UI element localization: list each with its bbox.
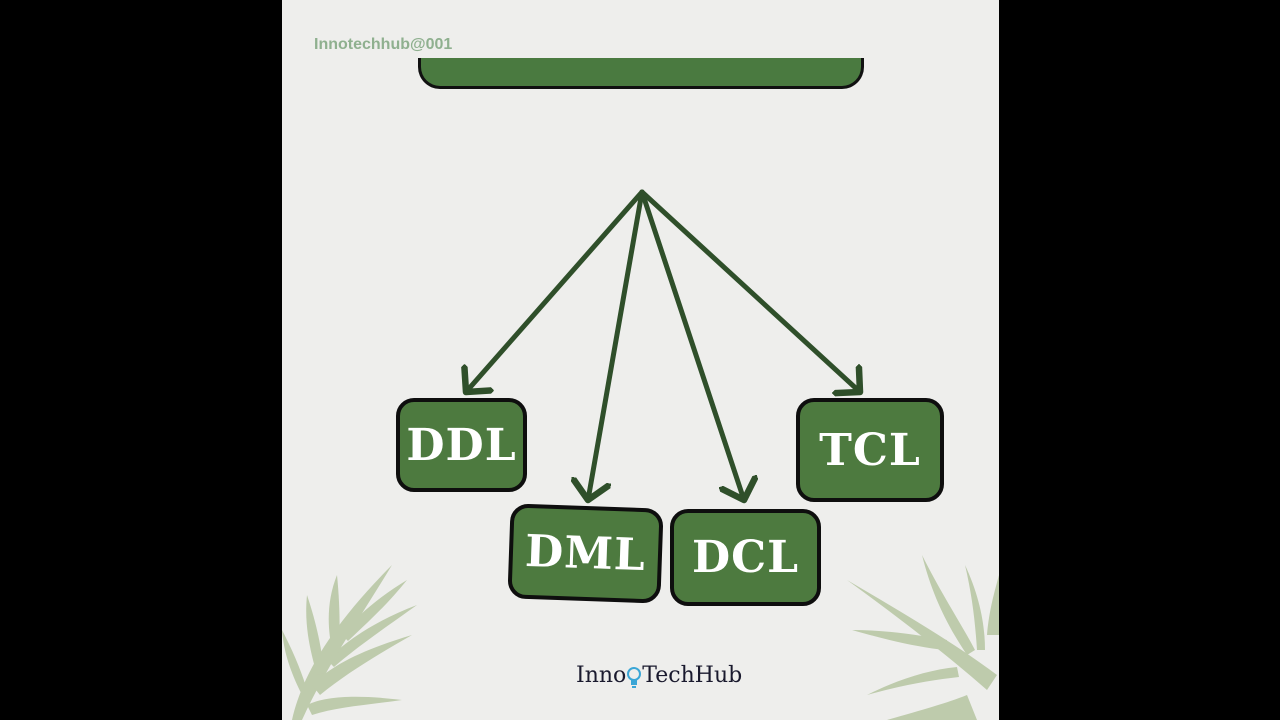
- brand-logo: Inno TechHub: [576, 663, 742, 688]
- node-dcl: DCL: [670, 509, 821, 606]
- node-dcl-label: DCL: [691, 532, 800, 583]
- arrow-to-ddl: [466, 189, 645, 392]
- node-dml-label: DML: [524, 525, 647, 582]
- watermark-text: Innotechhub@001: [314, 36, 453, 53]
- header-bar: [418, 58, 864, 89]
- leaf-left-icon: [282, 565, 417, 720]
- arrow-to-tcl: [639, 189, 860, 392]
- node-ddl: DDL: [396, 398, 527, 492]
- node-tcl: TCL: [796, 398, 944, 502]
- node-ddl-label: DDL: [406, 419, 517, 471]
- leaf-right-icon: [847, 555, 999, 720]
- arrow-to-dcl: [639, 189, 744, 500]
- slide-panel: Innotechhub@001 DDL DML DCL TC: [282, 0, 999, 720]
- brand-prefix: Inno: [576, 663, 627, 688]
- lightbulb-icon: [627, 665, 642, 688]
- arrow-to-dml: [588, 189, 645, 500]
- node-dml: DML: [507, 503, 664, 604]
- brand-suffix: TechHub: [642, 663, 743, 688]
- arrow-lines: [282, 189, 999, 720]
- node-tcl-label: TCL: [819, 424, 921, 476]
